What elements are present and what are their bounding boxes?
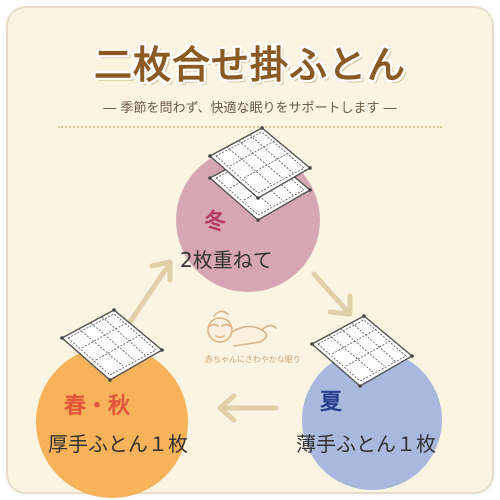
arrow-left <box>217 393 279 423</box>
winter-desc: 2枚重ねて <box>180 248 273 272</box>
baby-caption: 赤ちゃんにさわやかな眠り <box>205 355 301 364</box>
arrow-up <box>127 259 173 325</box>
page-subtitle: ― 季節を問わず、快適な眠りをサポートします ― <box>103 101 397 116</box>
divider <box>58 126 442 128</box>
spring-autumn-circle <box>36 346 188 498</box>
arrow-down <box>311 271 353 317</box>
winter-label: 冬 <box>204 210 227 235</box>
page-title: 二枚合せ掛ふとん <box>93 43 406 87</box>
summer-desc: 薄手ふとん１枚 <box>296 432 436 456</box>
sleeping-baby-icon <box>207 310 277 347</box>
spring-autumn-desc: 厚手ふとん１枚 <box>48 432 188 456</box>
summer-label: 夏 <box>320 390 343 415</box>
spring-autumn-label: 春・秋 <box>64 394 131 419</box>
summer-circle <box>302 350 442 490</box>
